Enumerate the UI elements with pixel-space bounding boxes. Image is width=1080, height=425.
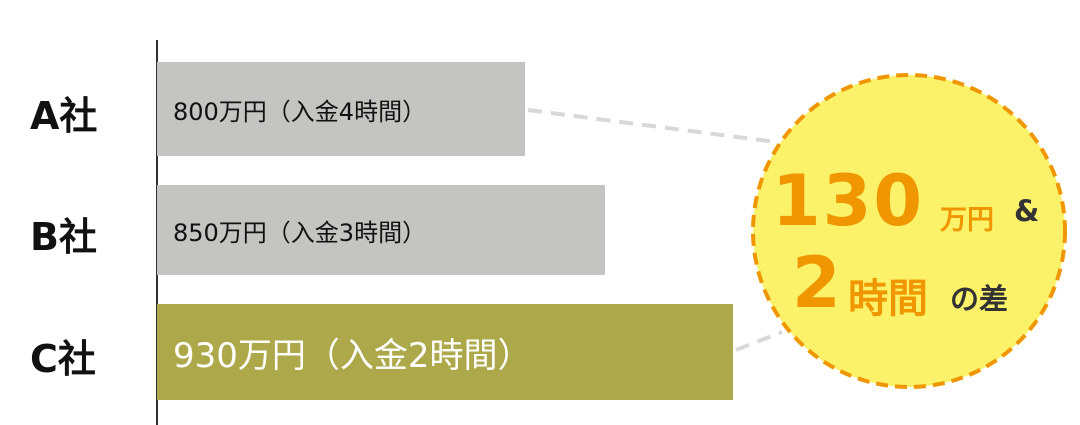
bar-A社: 800万円（入金4時間）	[157, 62, 525, 156]
ampersand: &	[1014, 194, 1040, 228]
bar-C社: 930万円（入金2時間）	[157, 304, 733, 400]
difference-hours-unit: 時間	[848, 276, 928, 322]
connector-line-a	[527, 108, 777, 144]
y-axis-line	[156, 40, 158, 425]
category-label: C社	[30, 337, 96, 381]
callout-circle	[751, 73, 1067, 389]
difference-hours: 2	[792, 242, 841, 324]
difference-amount-unit: 万円	[940, 205, 994, 236]
category-label: B社	[30, 215, 97, 259]
bar-label: 930万円（入金2時間）	[173, 335, 532, 376]
difference-suffix: の差	[950, 282, 1009, 316]
difference-amount: 130	[772, 160, 925, 242]
bar-label: 800万円（入金4時間）	[173, 97, 427, 126]
bar-B社: 850万円（入金3時間）	[157, 185, 605, 275]
connector-line-c	[735, 330, 783, 352]
callout-text: 130 万円 & 2 時間 の差	[752, 74, 1066, 388]
bar-label: 850万円（入金3時間）	[173, 218, 427, 247]
category-label: A社	[30, 94, 98, 138]
